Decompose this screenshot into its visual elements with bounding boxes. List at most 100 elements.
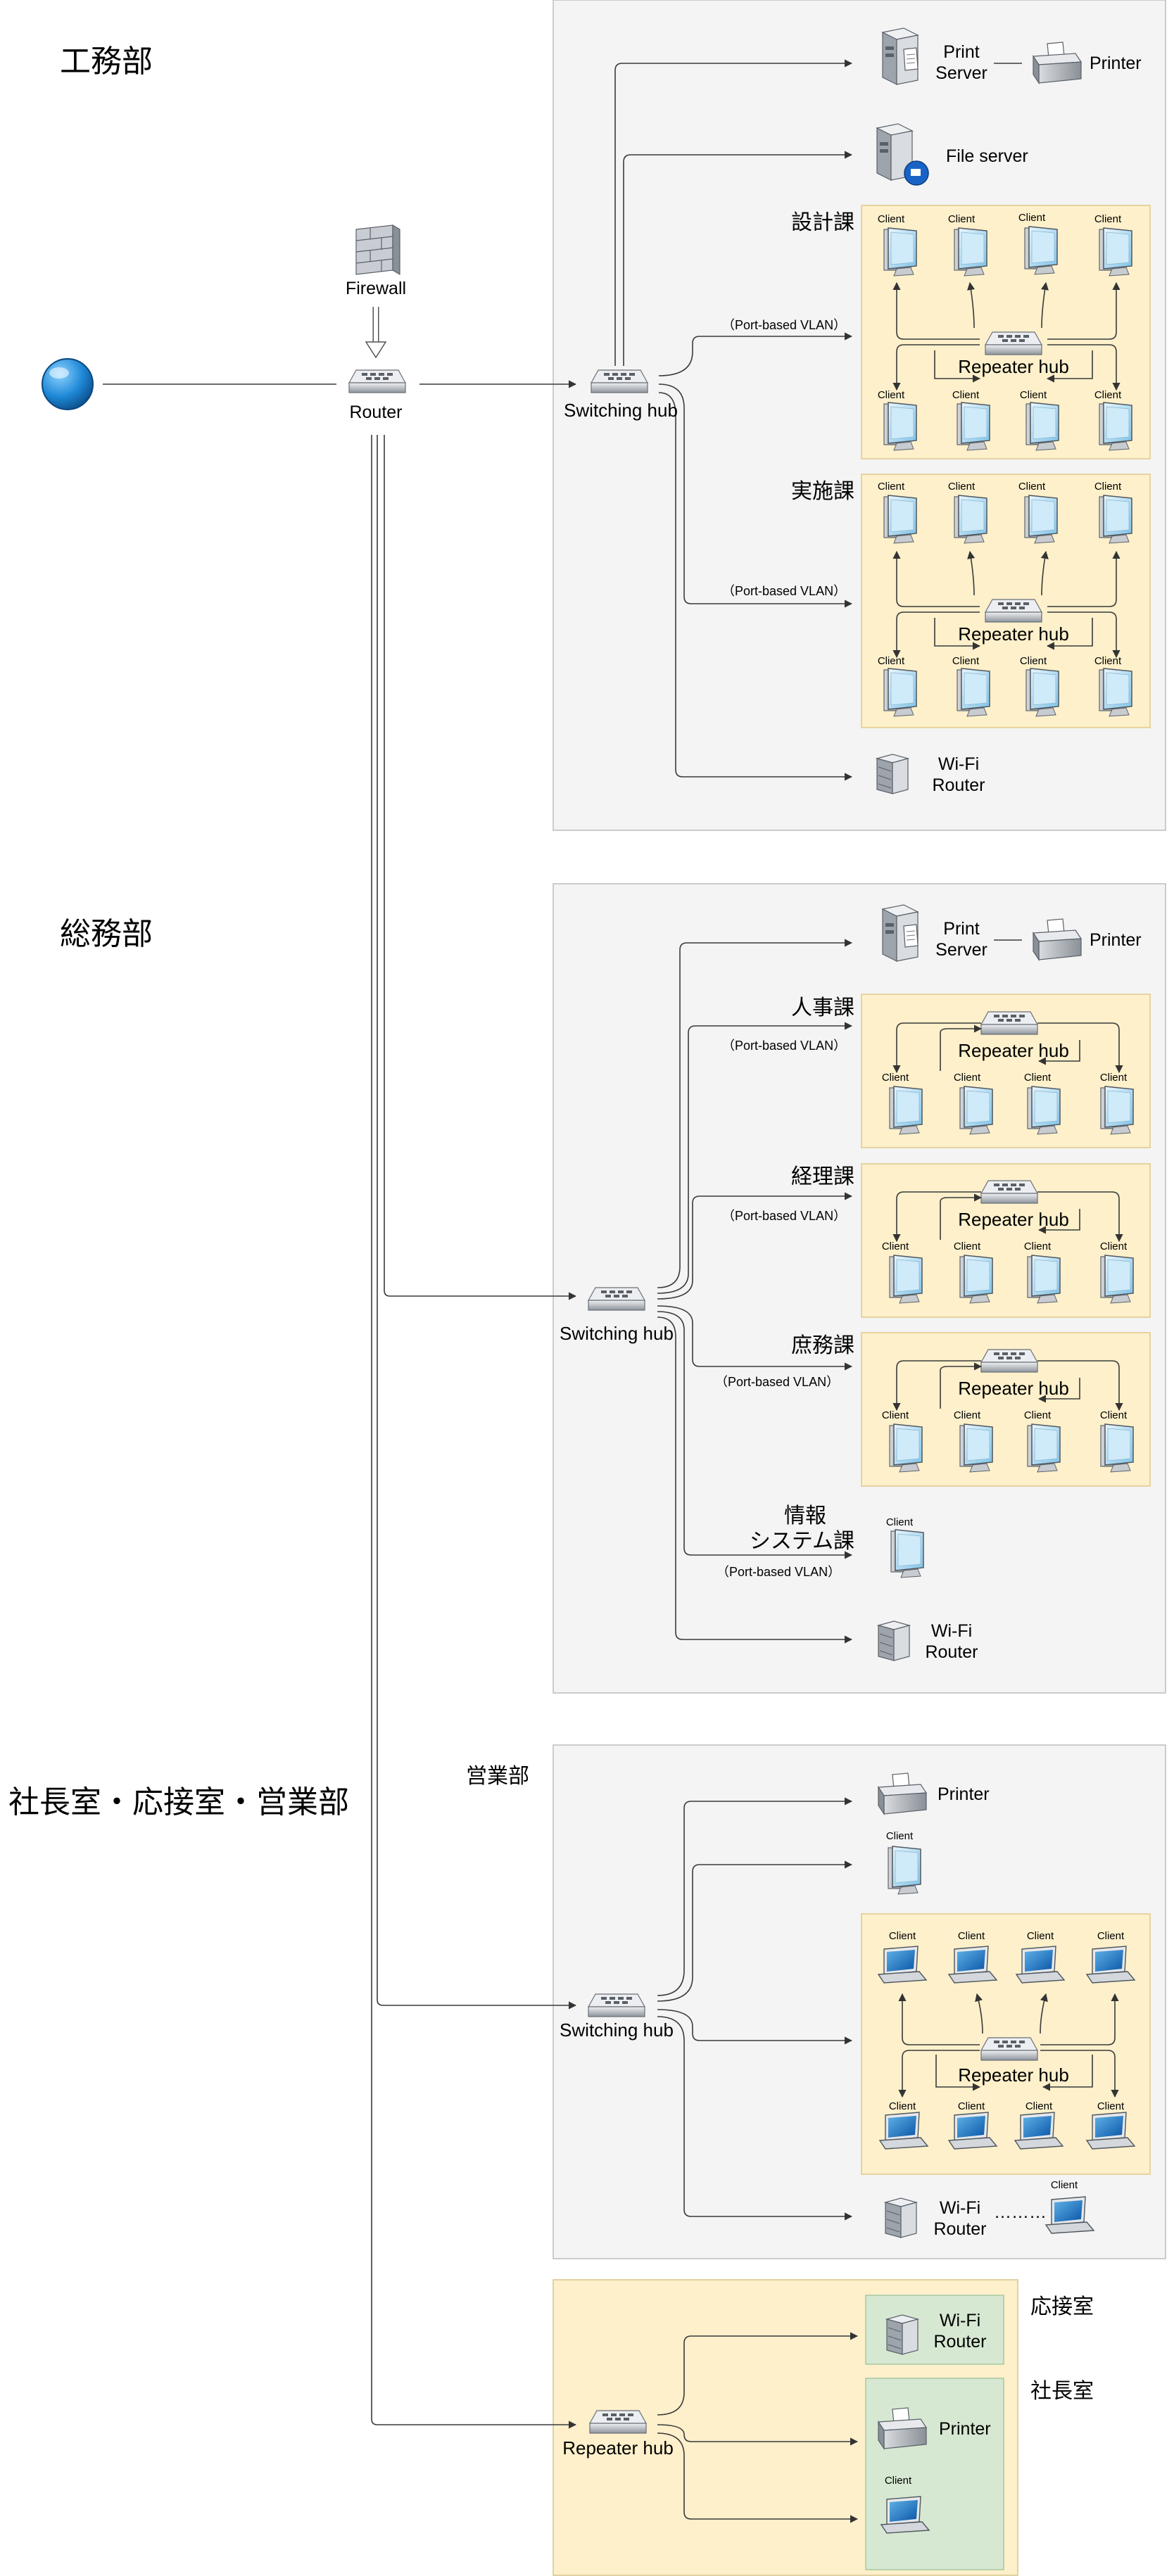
client-label: Client (882, 1409, 909, 1421)
section-label-implementation: 実施課 (791, 479, 854, 504)
repeater-hub-icon (980, 1349, 1038, 1373)
wifi-router-label-3a: Wi-Fi (940, 2198, 980, 2218)
client-label: Client (954, 1072, 981, 1084)
client-label: Client (1024, 1241, 1052, 1252)
client-pc-icon (1025, 402, 1059, 451)
sales-dept-label: 営業部 (466, 1764, 529, 1789)
client-label: Client (954, 1409, 981, 1421)
client-label: Client (1094, 481, 1122, 493)
repeater-hub-label-exec: Repeater hub (562, 2437, 674, 2458)
client-pc-icon (1099, 402, 1132, 451)
repeater-hub-label: Repeater hub (958, 2064, 1069, 2086)
wifi-router-icon-2 (878, 1620, 910, 1661)
client-label: Client (1018, 481, 1046, 493)
repeater-hub-icon (980, 1180, 1038, 1204)
section-label-general: 庶務課 (791, 1333, 854, 1358)
client-pc-icon (1024, 226, 1058, 275)
repeater-group-personnel: Repeater hub Client Client Client Client (882, 1011, 1134, 1135)
client-label: Client (886, 1830, 914, 1842)
client-label: Client (1094, 655, 1122, 667)
client-label: Client (1025, 2100, 1053, 2112)
vlan-label-2: （Port-based VLAN） (722, 584, 846, 598)
room-box-president (865, 2378, 1004, 2570)
client-pc-icon (959, 1255, 993, 1304)
client-label: Client (1097, 1930, 1125, 1942)
section-label-design: 設計課 (791, 210, 854, 235)
client-pc-icon (1100, 1086, 1134, 1135)
client-pc-icon (883, 402, 917, 451)
client-pc-icon (1100, 1255, 1134, 1304)
client-label: Client (1097, 2100, 1125, 2112)
wifi-router-label-1b: Router (932, 775, 985, 795)
firewall-arrow-head (365, 341, 387, 359)
wifi-router-label-1a: Wi-Fi (938, 754, 979, 774)
client-label: Client (948, 213, 976, 225)
repeater-hub-label: Repeater hub (958, 356, 1069, 377)
document-icon-2 (903, 924, 919, 948)
print-server-label-2b: Server (935, 940, 987, 960)
section-label-accounting: 経理課 (791, 1165, 854, 1189)
dept-title-exec-sales: 社長室・応接室・営業部 (8, 1784, 349, 1820)
switching-hub-icon-2 (588, 1287, 645, 1311)
client-label: Client (1018, 212, 1046, 224)
client-pc-icon (1099, 668, 1132, 717)
client-pc-icon (1024, 495, 1058, 544)
printer-label-3: Printer (938, 1784, 990, 1804)
client-label: Client (885, 2475, 912, 2487)
repeater-hub-icon (980, 2037, 1038, 2061)
repeater-group-accounting: Repeater hub Client Client Client Client (882, 1180, 1134, 1304)
client-label: Client (1024, 1072, 1052, 1084)
file-server-label: File server (946, 146, 1028, 166)
printer-label-1: Printer (1090, 53, 1142, 73)
print-server-label-1a: Print (943, 42, 979, 62)
switching-hub-icon-3 (588, 1993, 645, 2017)
client-label: Client (1051, 2179, 1078, 2191)
client-label: Client (952, 655, 980, 667)
clients-implementation: Client Client Client Client Client Clien… (878, 481, 1132, 717)
client-label: Client (889, 1930, 916, 1942)
client-pc-icon (889, 1255, 923, 1304)
vlan-label-5: （Port-based VLAN） (715, 1375, 839, 1389)
client-pc-icon (1027, 1423, 1061, 1473)
firewall-label: Firewall (346, 279, 406, 298)
internet-globe-icon (42, 358, 94, 410)
client-label: Client (954, 1241, 981, 1252)
repeater-hub-icon (985, 599, 1042, 623)
repeater-hub-icon (985, 331, 1042, 355)
client-label: Client (1020, 655, 1047, 667)
repeater-group-sales: Repeater hub Client Client Client Client… (878, 1930, 1135, 2150)
wifi-router-label-3b: Router (933, 2219, 986, 2239)
switching-hub-label-2: Switching hub (560, 1323, 674, 1344)
client-label: Client (878, 389, 905, 401)
section-label-info-2: システム課 (750, 1529, 854, 1554)
router-to-switch-2 (384, 435, 577, 1300)
client-pc-icon (954, 227, 987, 277)
printer-label-2: Printer (1090, 930, 1142, 950)
client-pc-icon (889, 1423, 923, 1473)
client-pc-icon (883, 227, 917, 277)
client-label-info: Client (886, 1516, 914, 1528)
client-label: Client (1100, 1072, 1128, 1084)
client-label: Client (958, 2100, 985, 2112)
client-pc-icon (959, 1086, 993, 1135)
client-label: Client (882, 1072, 909, 1084)
client-pc-icon-sales-single (888, 1846, 921, 1895)
client-label: Client (1020, 389, 1047, 401)
client-pc-icon (957, 668, 990, 717)
switching-hub-label-1: Switching hub (564, 400, 678, 421)
client-label: Client (878, 213, 905, 225)
wifi-router-label-4a: Wi-Fi (940, 2311, 980, 2330)
client-label: Client (1094, 213, 1122, 225)
client-pc-icon (954, 495, 987, 544)
client-pc-icon (959, 1423, 993, 1473)
client-label: Client (878, 655, 905, 667)
repeater-hub-label: Repeater hub (958, 623, 1069, 645)
wifi-router-icon-3 (885, 2197, 917, 2238)
repeater-hub-icon-exec (589, 2410, 647, 2434)
switching-hub-label-3: Switching hub (560, 2019, 674, 2041)
vlan-label-6: （Port-based VLAN） (717, 1565, 840, 1579)
print-server-label-1b: Server (935, 63, 987, 83)
wifi-router-label-4b: Router (933, 2332, 986, 2352)
vlan-label-3: （Port-based VLAN） (722, 1039, 846, 1053)
client-pc-icon (1099, 495, 1132, 544)
